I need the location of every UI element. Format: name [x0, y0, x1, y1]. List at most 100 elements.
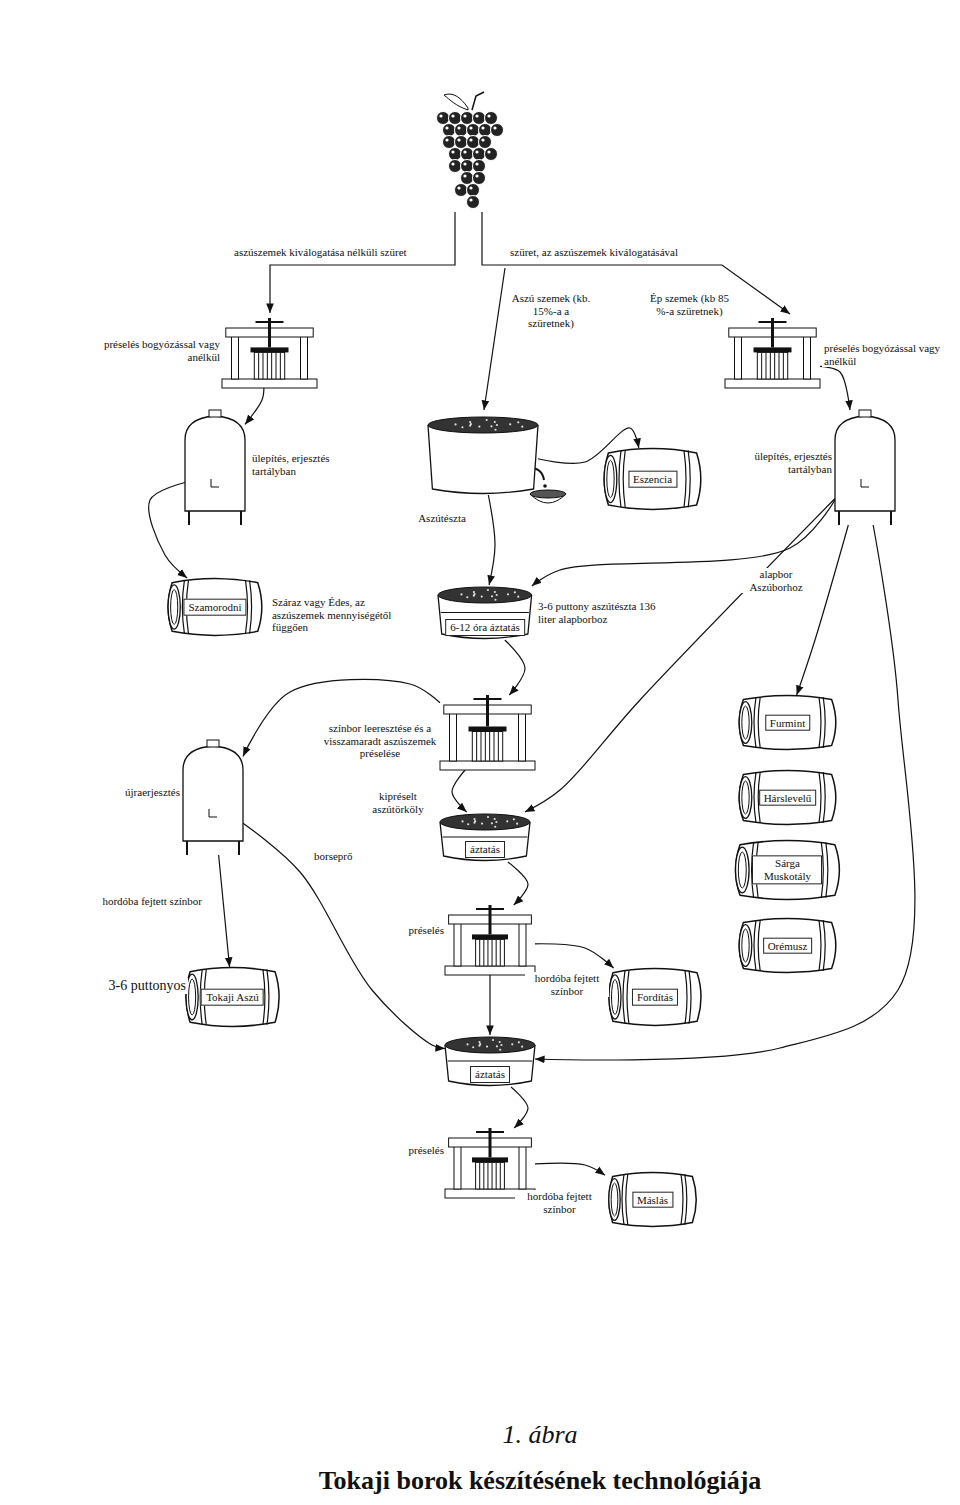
barrel-hoop: [823, 772, 825, 823]
press-handle: [476, 908, 504, 910]
basket-slat: [489, 732, 490, 762]
press-base: [222, 379, 317, 388]
barrel-head: [604, 455, 617, 502]
vessel-label: Orémusz: [763, 937, 813, 954]
vat-berry: [481, 823, 483, 825]
basket-slat: [496, 1162, 497, 1189]
barrel-hoop: [819, 920, 821, 971]
tank-leg: [240, 511, 242, 525]
tank-body: [183, 746, 243, 841]
barrel-body: [609, 969, 701, 1026]
press-node: préselés bogyózással vagy anélkül: [222, 318, 317, 388]
edge-label: hordóba fejtett színbor: [515, 1190, 604, 1215]
barrel-body: [609, 1173, 696, 1227]
vessel-label: Fordítás: [632, 989, 678, 1006]
grape-berry: [479, 136, 492, 149]
barrel-hoop: [758, 920, 760, 971]
barrel-hoop: [267, 969, 269, 1024]
tank-cap: [859, 410, 871, 417]
grape-highlight: [469, 126, 472, 129]
press-plate: [472, 934, 508, 939]
vat-berry: [487, 589, 489, 591]
tank-shape: [185, 410, 245, 525]
vat-node: Aszútészta: [428, 415, 538, 495]
basket-slat: [492, 939, 493, 966]
grape-berry: [467, 124, 480, 137]
tank-cap: [207, 740, 219, 747]
press-handle: [476, 1131, 504, 1133]
grape-highlight: [469, 186, 472, 189]
basket-slat: [770, 352, 771, 379]
basket-slat: [258, 352, 259, 379]
grape-berry: [437, 112, 450, 125]
barrel-node: SzamorodniSzáraz vagy Édes, az aszúszeme…: [164, 578, 266, 636]
grape-highlight: [487, 150, 490, 153]
vat-berry: [521, 426, 523, 428]
tank-leg: [186, 841, 188, 855]
basket-slat: [492, 1162, 493, 1189]
grape-highlight: [463, 174, 466, 177]
grape-berry: [467, 184, 480, 197]
barrel-hoop: [684, 450, 686, 507]
grape-berry: [473, 172, 486, 185]
flow-arrow: [535, 944, 614, 968]
basket-slat: [500, 1162, 501, 1189]
harvest-line: [270, 212, 455, 313]
grape-berry: [455, 124, 468, 137]
barrel-hoop: [627, 970, 629, 1023]
tank-shape: [183, 740, 243, 855]
vat-berry: [494, 421, 496, 423]
tank-cap: [209, 410, 221, 417]
barrel-head: [738, 852, 746, 888]
barrel-head: [612, 980, 619, 1015]
vat-berry: [473, 818, 475, 820]
flow-arrow: [489, 975, 490, 1035]
vat-berry: [491, 595, 493, 597]
grape-highlight: [493, 126, 496, 129]
vat-berry: [494, 591, 496, 593]
flow-arrow: [219, 855, 230, 967]
press-basket: [476, 1162, 505, 1189]
grape-stem: [472, 92, 484, 110]
grape-highlight: [469, 198, 472, 201]
grape-berry: [461, 172, 474, 185]
grape-berry: [443, 124, 456, 137]
basket-slat: [779, 352, 780, 379]
vat-berry: [496, 424, 498, 426]
press-shape: [445, 1128, 535, 1198]
vat-contents: [445, 1037, 535, 1053]
barrel-body: [739, 696, 836, 750]
vessel-label: Eszencia: [628, 471, 677, 488]
barrel-node: Orémusz: [735, 918, 840, 973]
barrel-head: [609, 975, 621, 1019]
grape-highlight: [463, 162, 466, 165]
grape-berry: [473, 112, 486, 125]
barrel-hoop: [623, 970, 625, 1023]
press-basket: [472, 732, 502, 762]
barrel-hoop: [819, 772, 821, 823]
tank-leg: [188, 511, 190, 525]
barrel-node: Máslás: [605, 1172, 700, 1227]
vat-berry: [478, 1041, 480, 1043]
basket-slat: [500, 939, 501, 966]
grape-berry: [485, 148, 498, 161]
tank-leg: [238, 841, 240, 855]
vat-berry: [507, 593, 509, 595]
vessel-label: áztatás: [465, 841, 505, 858]
press-plate: [469, 727, 507, 732]
press-shape: [222, 318, 317, 388]
barrel-hoop: [819, 697, 821, 748]
barrel-node: Eszencia: [600, 448, 705, 510]
grape-cluster: [437, 92, 504, 209]
vat-berry: [509, 423, 511, 425]
grape-berry: [449, 112, 462, 125]
vat-berry: [466, 1043, 468, 1045]
grape-highlight: [487, 114, 490, 117]
vat-contents: [440, 814, 530, 830]
basket-slat: [271, 352, 272, 379]
edge-label: borseprő: [312, 850, 376, 863]
vat-berry: [470, 423, 472, 425]
vat-shape: [428, 415, 538, 495]
grape-highlight: [457, 126, 460, 129]
vat-band: [443, 837, 528, 838]
